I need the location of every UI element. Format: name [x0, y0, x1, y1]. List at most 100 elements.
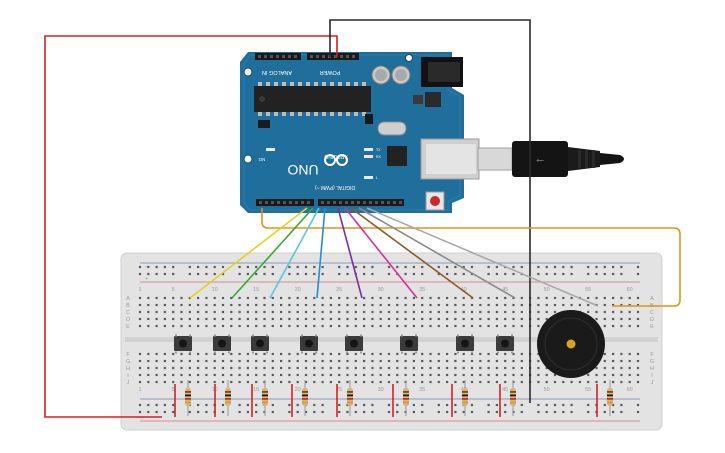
pin-wire[interactable] [366, 207, 599, 307]
capacitor-top [375, 69, 387, 81]
rail-hole [221, 410, 225, 414]
breadboard-hole [495, 373, 498, 377]
breadboard-column-numbers: 1155101015152020252530303535404045455050… [138, 287, 632, 393]
push-button-cap[interactable] [405, 339, 413, 348]
breadboard-hole [246, 352, 249, 356]
breadboard-hole [280, 324, 283, 328]
breadboard-hole [221, 373, 225, 377]
breadboard-hole [255, 373, 258, 377]
pin-wire[interactable] [350, 207, 474, 299]
rail-hole [246, 265, 249, 269]
breadboard-hole [603, 352, 606, 356]
piezo-buzzer[interactable] [537, 310, 605, 378]
breadboard-hole [512, 352, 515, 356]
pin-wires[interactable] [189, 207, 599, 307]
breadboard-hole [612, 317, 615, 321]
reset-button[interactable] [430, 196, 440, 206]
rail-hole [470, 265, 474, 269]
header-pin [363, 201, 366, 204]
usb-cable[interactable]: ⭠ [477, 141, 624, 177]
rail-hole [371, 265, 374, 269]
rail-hole [147, 410, 150, 414]
rail-hole [155, 272, 158, 276]
breadboard-hole [221, 380, 225, 384]
breadboard-hole [354, 303, 357, 307]
push-button-cap[interactable] [179, 339, 187, 348]
rail-hole [213, 272, 216, 276]
rail-hole [636, 410, 640, 414]
breadboard-hole [296, 373, 299, 377]
wires[interactable] [44, 19, 681, 418]
breadboard-hole [396, 352, 399, 356]
breadboard-hole [363, 366, 366, 370]
rail-hole [338, 410, 341, 414]
breadboard-hole [520, 373, 523, 377]
breadboard-hole [354, 380, 357, 384]
breadboard-hole [512, 317, 515, 321]
rail-hole [246, 272, 249, 276]
pin-wire[interactable] [231, 207, 314, 299]
push-button-cap[interactable] [501, 339, 509, 348]
chip-leg [258, 82, 262, 86]
breadboard[interactable]: + - 115510101515202025253030353540404545… [120, 252, 663, 431]
pin-wire[interactable] [344, 207, 418, 299]
resistor-band [225, 401, 231, 404]
rail-hole [421, 272, 424, 276]
column-number: 45 [502, 387, 508, 393]
breadboard-hole [338, 352, 341, 356]
usb-plug-body [512, 141, 568, 177]
breadboard-hole [603, 366, 606, 370]
breadboard-hole [487, 310, 490, 314]
breadboard-hole [180, 296, 183, 300]
breadboard-hole [379, 366, 382, 370]
pin-wire[interactable] [189, 207, 308, 299]
push-button-cap[interactable] [461, 339, 469, 348]
breadboard-hole [147, 317, 150, 321]
rail-hole [495, 272, 498, 276]
breadboard-hole [396, 324, 399, 328]
breadboard-hole [545, 380, 548, 384]
buzzer-center [566, 339, 576, 349]
power-wire-red[interactable] [44, 35, 338, 418]
rail-hole [512, 265, 515, 269]
breadboard-hole [421, 366, 424, 370]
chip-leg [274, 82, 278, 86]
breadboard-hole [180, 310, 183, 314]
breadboard-hole [495, 352, 498, 356]
pin-wire[interactable] [316, 207, 326, 299]
breadboard-hole [138, 296, 142, 300]
breadboard-hole [429, 352, 432, 356]
rail-hole [255, 272, 258, 276]
breadboard-hole [396, 373, 399, 377]
breadboard-hole [504, 324, 507, 328]
resistor-band [347, 401, 353, 404]
breadboard-hole [429, 324, 432, 328]
buzzer-wire-orange[interactable] [261, 208, 681, 307]
header-pin [301, 201, 304, 204]
ground-wire-black[interactable] [329, 19, 531, 403]
chip-leg [290, 112, 294, 116]
rail-hole [612, 272, 615, 276]
breadboard-hole [321, 296, 324, 300]
breadboard-hole [371, 380, 374, 384]
header-pin [351, 201, 354, 204]
push-button-cap[interactable] [218, 339, 226, 348]
header-pin [276, 55, 279, 58]
push-button-cap[interactable] [305, 339, 313, 348]
rail-hole [537, 272, 540, 276]
breadboard-hole [346, 296, 349, 300]
breadboard-hole [462, 380, 465, 384]
breadboard-hole [504, 373, 507, 377]
breadboard-hole [321, 373, 324, 377]
pin-wire[interactable] [269, 207, 320, 299]
push-button-cap[interactable] [350, 339, 358, 348]
mounting-hole [405, 54, 413, 62]
breadboard-hole [221, 317, 225, 321]
arduino-uno[interactable]: ANALOG IN POWER DIGITAL (PWM ~) ON TX [240, 52, 480, 213]
pin-wire[interactable] [358, 207, 516, 299]
push-button-leg [315, 334, 317, 337]
breadboard-hole [304, 324, 308, 328]
push-button-cap[interactable] [256, 339, 264, 348]
pin-wire[interactable] [337, 207, 363, 299]
rail-hole [470, 403, 474, 407]
